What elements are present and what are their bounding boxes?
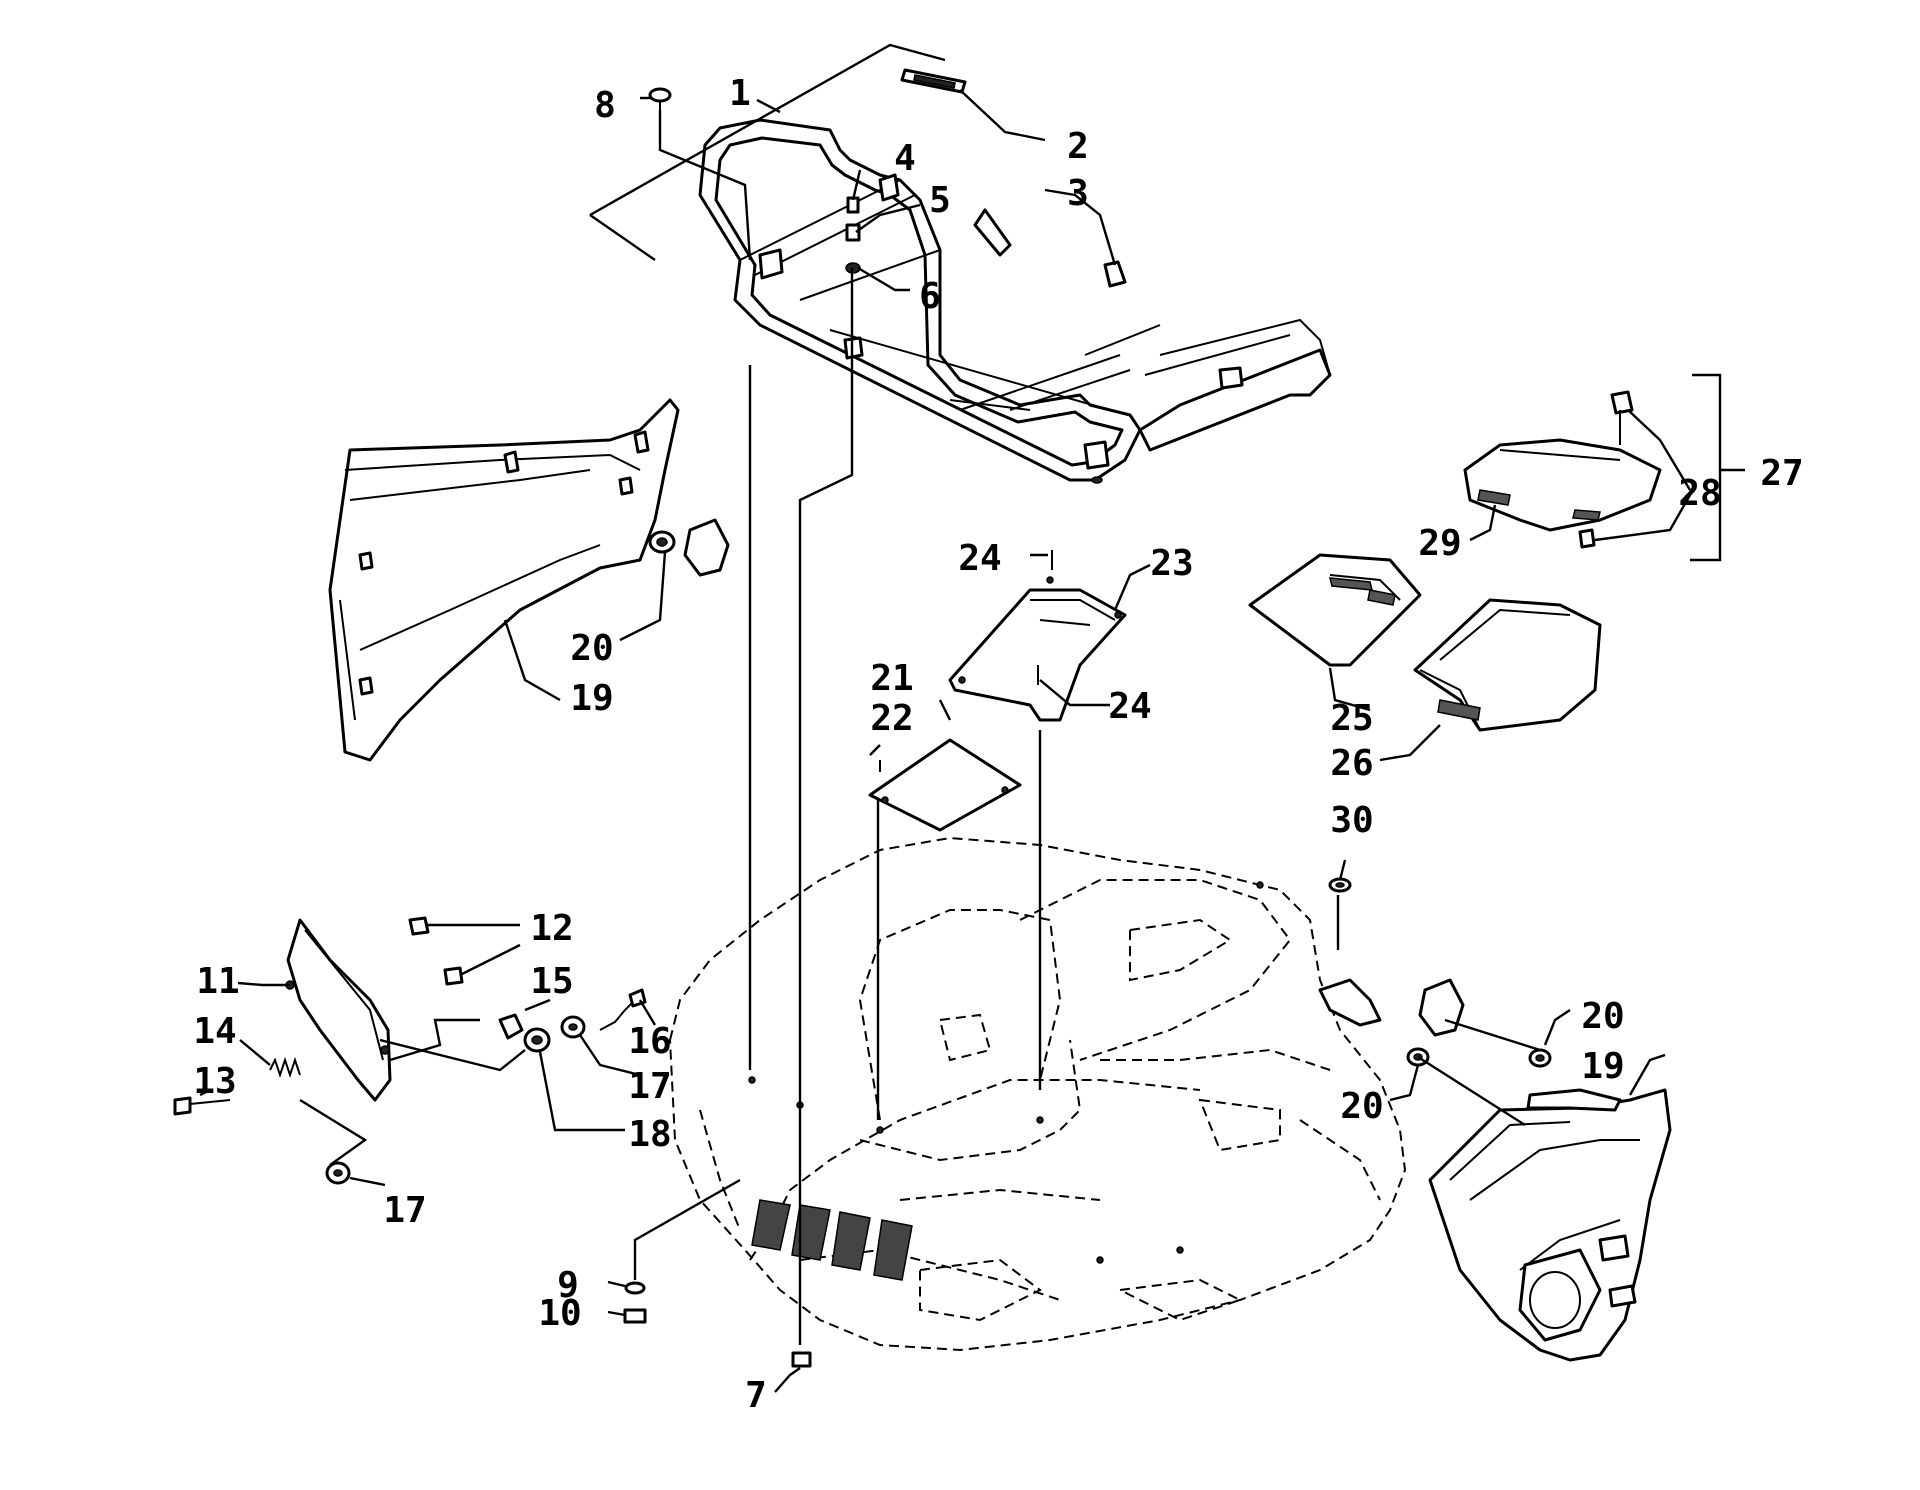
- callout-15: 15: [530, 961, 573, 1002]
- callout-19b: 19: [1581, 1046, 1624, 1087]
- callout-22: 22: [870, 698, 913, 739]
- callout-12: 12: [530, 908, 573, 949]
- storage-box-26: [1413, 598, 1602, 732]
- callout-29: 29: [1418, 523, 1461, 564]
- callout-7: 7: [745, 1375, 767, 1416]
- callout-28: 28: [1678, 473, 1721, 514]
- callout-20b: 20: [1581, 996, 1624, 1037]
- left-side-panel: [328, 398, 680, 762]
- leader-lines: [199, 43, 1745, 1393]
- washer-9: [624, 1281, 646, 1295]
- callout-5: 5: [929, 180, 951, 221]
- light-cover-11: [285, 918, 392, 1102]
- decal: [900, 68, 967, 94]
- washer-17b: [325, 1161, 351, 1185]
- callout-27: 27: [1760, 453, 1803, 494]
- callout-23: 23: [1150, 543, 1193, 584]
- right-side-panel: [1428, 1088, 1672, 1362]
- front-body: [668, 836, 1407, 1352]
- screw-8: [648, 87, 672, 110]
- callout-20: 20: [570, 628, 613, 669]
- screws-12: [408, 916, 464, 986]
- callout-14: 14: [193, 1011, 236, 1052]
- callout-19: 19: [570, 678, 613, 719]
- grommet-18: [523, 1027, 551, 1053]
- callouts: 1 2 3 4 5 6 7 8 9 10 11 12 13 14 15 16 1…: [193, 73, 1803, 1416]
- lid-assembly: [1463, 390, 1662, 549]
- callout-8: 8: [594, 85, 616, 126]
- callout-11: 11: [196, 961, 239, 1002]
- callout-21: 21: [870, 658, 913, 699]
- callout-2: 2: [1067, 126, 1089, 167]
- callout-25: 25: [1330, 698, 1373, 739]
- callout-20c: 20: [1340, 1086, 1383, 1127]
- nut-10: [623, 1308, 647, 1324]
- callout-17b: 17: [383, 1190, 426, 1231]
- callout-1: 1: [729, 73, 751, 114]
- callout-24b: 24: [1108, 686, 1151, 727]
- callout-30: 30: [1330, 800, 1373, 841]
- washer-17: [560, 1015, 586, 1039]
- callout-6: 6: [919, 276, 941, 317]
- callout-13: 13: [193, 1061, 236, 1102]
- callout-9: 9: [557, 1265, 579, 1306]
- nut-7: [791, 1351, 812, 1368]
- storage-lid-25: [1248, 553, 1422, 667]
- rivet-30: [1328, 877, 1352, 893]
- front-rack: [698, 118, 1332, 484]
- callout-26: 26: [1330, 743, 1373, 784]
- plate-21: [868, 738, 1022, 832]
- callout-4: 4: [894, 138, 916, 179]
- clip: [1103, 260, 1127, 288]
- left-grommet: [648, 518, 730, 577]
- callout-17: 17: [628, 1066, 671, 1107]
- spring-14: [269, 1056, 301, 1079]
- nut-15: [498, 1013, 524, 1040]
- callout-10: 10: [538, 1293, 581, 1334]
- bolt-13: [173, 1096, 231, 1116]
- right-grommets: [1406, 978, 1552, 1068]
- callout-18: 18: [628, 1114, 671, 1155]
- screws-24: [1037, 550, 1053, 685]
- callout-24: 24: [958, 538, 1001, 579]
- callout-16: 16: [628, 1021, 671, 1062]
- bolt-16: [599, 988, 647, 1031]
- callout-3: 3: [1067, 173, 1089, 214]
- bracket-23: [948, 576, 1127, 722]
